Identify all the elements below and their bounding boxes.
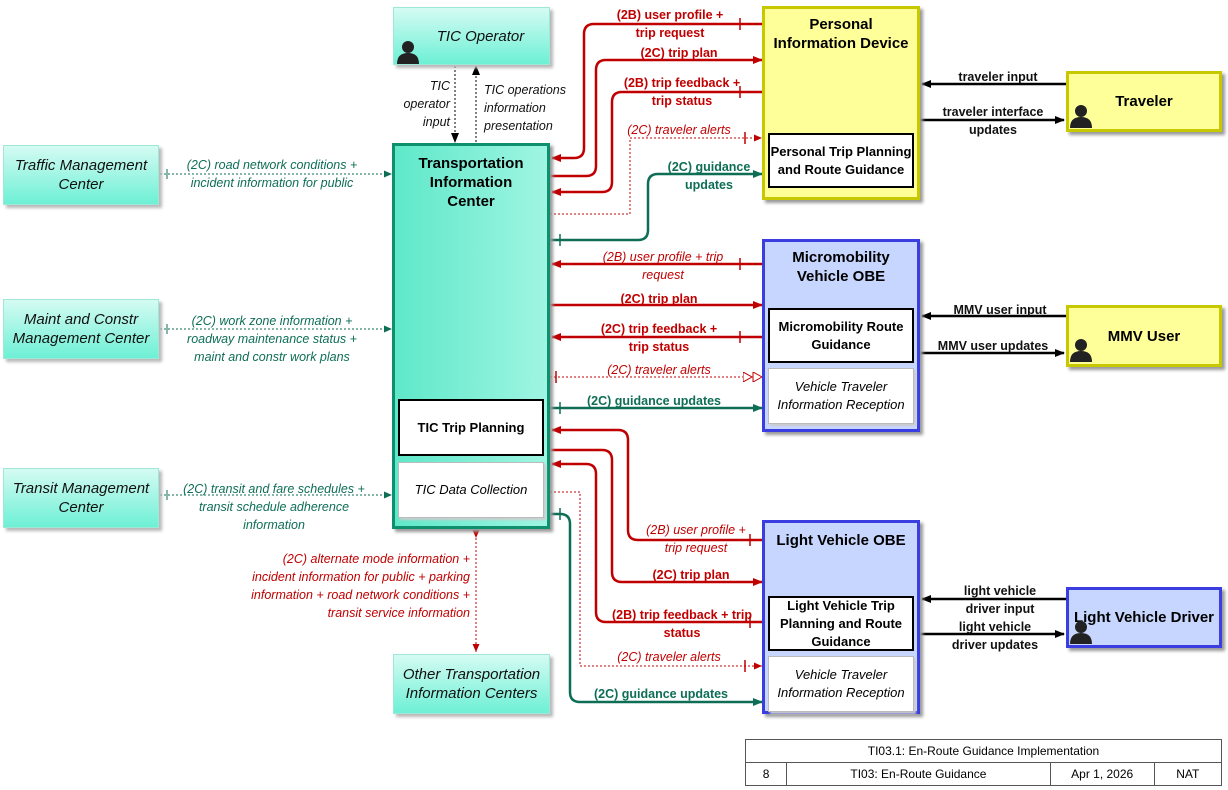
lv-driver-label: Light Vehicle Driver bbox=[1073, 609, 1215, 626]
title-block: TI03.1: En-Route Guidance Implementation… bbox=[744, 739, 1223, 786]
person-icon bbox=[1070, 105, 1092, 128]
flow-label-mmv-alerts: (2C) traveler alerts bbox=[607, 363, 711, 377]
diagram-title: TI03.1: En-Route Guidance Implementation bbox=[745, 739, 1222, 763]
pid-title: Personal Information Device bbox=[773, 16, 909, 52]
person-icon bbox=[1070, 621, 1092, 644]
flow-label-lv-driver-input: light vehicle driver input bbox=[963, 584, 1037, 616]
mmv-reception-label: Vehicle Traveler Information Reception bbox=[777, 379, 905, 412]
service-name: TI03: En-Route Guidance bbox=[786, 762, 1051, 786]
flow-label-mcmc: (2C) work zone information + roadway mai… bbox=[187, 314, 357, 364]
pid-trip-planning-label: Personal Trip Planning and Route Guidanc… bbox=[770, 143, 912, 177]
tic-operator-label: TIC Operator bbox=[436, 27, 525, 45]
flow-label-traveler-input: traveler input bbox=[958, 70, 1038, 84]
flow-label-pid-guidance: (2C) guidance updates bbox=[667, 160, 751, 192]
tic-data-collection-label: TIC Data Collection bbox=[414, 482, 528, 497]
flow-label-traveler-interface: traveler interface updates bbox=[942, 105, 1044, 137]
pid-trip-planning-box[interactable]: Personal Trip Planning and Route Guidanc… bbox=[768, 133, 914, 188]
lv-reception-box[interactable]: Vehicle Traveler Information Reception bbox=[768, 656, 914, 712]
mmv-reception-box[interactable]: Vehicle Traveler Information Reception bbox=[768, 368, 914, 424]
tmc-label: Traffic Management Center bbox=[14, 157, 148, 193]
tic-trip-planning-box[interactable]: TIC Trip Planning bbox=[398, 399, 544, 456]
mmv-user-label: MMV User bbox=[1107, 327, 1181, 345]
traveler-box[interactable]: Traveler bbox=[1066, 71, 1222, 132]
transit-label: Transit Management Center bbox=[12, 480, 150, 516]
transit-management-center-box[interactable]: Transit Management Center bbox=[3, 468, 159, 528]
flow-label-mmv-user-profile: (2B) user profile + trip request bbox=[602, 250, 724, 282]
mmv-route-guidance-box[interactable]: Micromobility Route Guidance bbox=[768, 308, 914, 363]
diagram-scope: NAT bbox=[1153, 762, 1223, 786]
mmv-obe-title: Micromobility Vehicle OBE bbox=[792, 249, 890, 285]
flow-label-mmv-guidance: (2C) guidance updates bbox=[586, 394, 722, 408]
maint-constr-center-box[interactable]: Maint and Constr Management Center bbox=[3, 299, 159, 359]
flow-label-other-tic: (2C) alternate mode information + incide… bbox=[251, 552, 470, 620]
flow-label-pid-user-profile: (2B) user profile + trip request bbox=[616, 8, 724, 40]
flow-label-tic-operator-input: TIC operator input bbox=[403, 79, 450, 129]
flow-label-lv-trip-plan: (2C) trip plan bbox=[652, 568, 730, 582]
traffic-management-center-box[interactable]: Traffic Management Center bbox=[3, 145, 159, 205]
flow-label-lv-trip-feedback: (2B) trip feedback + trip status bbox=[612, 608, 752, 640]
lv-trip-planning-box[interactable]: Light Vehicle Trip Planning and Route Gu… bbox=[768, 596, 914, 651]
lv-reception-label: Vehicle Traveler Information Reception bbox=[777, 667, 905, 700]
lv-trip-planning-label: Light Vehicle Trip Planning and Route Gu… bbox=[779, 597, 903, 649]
flow-label-lv-user-profile: (2B) user profile + trip request bbox=[646, 523, 746, 555]
flow-label-tic-ops-presentation: TIC operations information presentation bbox=[484, 83, 566, 133]
flow-label-lv-guidance: (2C) guidance updates bbox=[593, 687, 729, 701]
flow-label-lv-alerts: (2C) traveler alerts bbox=[617, 650, 721, 664]
flow-label-pid-trip-feedback: (2B) trip feedback + trip status bbox=[623, 76, 741, 108]
person-icon bbox=[1070, 339, 1092, 362]
flow-label-mmv-trip-feedback: (2C) trip feedback + trip status bbox=[600, 322, 718, 354]
tic-title: Transportation Information Center bbox=[418, 155, 524, 210]
flow-label-mmv-user-input: MMV user input bbox=[953, 303, 1047, 317]
tic-trip-planning-label: TIC Trip Planning bbox=[417, 419, 525, 435]
diagram-date: Apr 1, 2026 bbox=[1049, 762, 1155, 786]
mmv-user-box[interactable]: MMV User bbox=[1066, 305, 1222, 367]
other-tic-label: Other Transportation Information Centers bbox=[402, 666, 541, 702]
mcmc-label: Maint and Constr Management Center bbox=[12, 311, 150, 347]
person-icon bbox=[397, 41, 419, 64]
flow-label-mmv-user-updates: MMV user updates bbox=[937, 339, 1049, 353]
flow-label-transit: (2C) transit and fare schedules + transi… bbox=[183, 482, 365, 532]
flow-label-pid-trip-plan: (2C) trip plan bbox=[640, 46, 718, 60]
flow-label-tmc: (2C) road network conditions + incident … bbox=[186, 158, 358, 190]
lv-obe-title: Light Vehicle OBE bbox=[776, 532, 906, 549]
flow-label-pid-alerts: (2C) traveler alerts bbox=[627, 123, 731, 137]
light-vehicle-driver-box[interactable]: Light Vehicle Driver bbox=[1066, 587, 1222, 648]
page-number: 8 bbox=[744, 762, 788, 786]
other-tic-box[interactable]: Other Transportation Information Centers bbox=[393, 654, 550, 714]
traveler-label: Traveler bbox=[1115, 93, 1173, 110]
flow-label-mmv-trip-plan: (2C) trip plan bbox=[620, 292, 698, 306]
tic-operator-box[interactable]: TIC Operator bbox=[393, 7, 550, 65]
flow-label-lv-driver-updates: light vehicle driver updates bbox=[951, 620, 1039, 652]
mmv-route-guidance-label: Micromobility Route Guidance bbox=[778, 318, 904, 352]
tic-data-collection-box[interactable]: TIC Data Collection bbox=[398, 462, 544, 518]
